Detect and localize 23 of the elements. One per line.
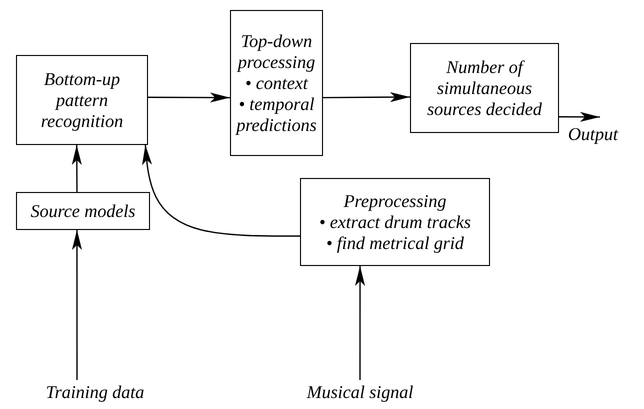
bullet-item: • extract drum tracks [319, 212, 471, 232]
box-title: Preprocessing [344, 190, 446, 212]
arrow [323, 92, 410, 102]
bullet-item: • find metrical grid [326, 232, 464, 254]
arrow [142, 144, 300, 237]
box-title: Bottom-up pattern recognition [40, 68, 124, 132]
box-title: Number of simultaneous sources decided [426, 56, 543, 120]
arrow [72, 230, 82, 380]
box-title: Source models [30, 200, 136, 222]
arrow [72, 145, 82, 192]
input-label: Training data [46, 382, 144, 402]
process-box [16, 192, 150, 230]
process-box [230, 10, 323, 156]
input-label: Musical signal [306, 382, 414, 402]
arrow [559, 112, 600, 122]
bullet-item: • context [245, 72, 308, 94]
arrow [148, 92, 230, 103]
arrow [355, 266, 366, 380]
process-box [16, 55, 148, 145]
process-box [300, 178, 490, 266]
box-title: Top-down processing [236, 30, 316, 72]
bullet-item: • temporal predictions [234, 94, 318, 136]
process-box [410, 43, 559, 133]
